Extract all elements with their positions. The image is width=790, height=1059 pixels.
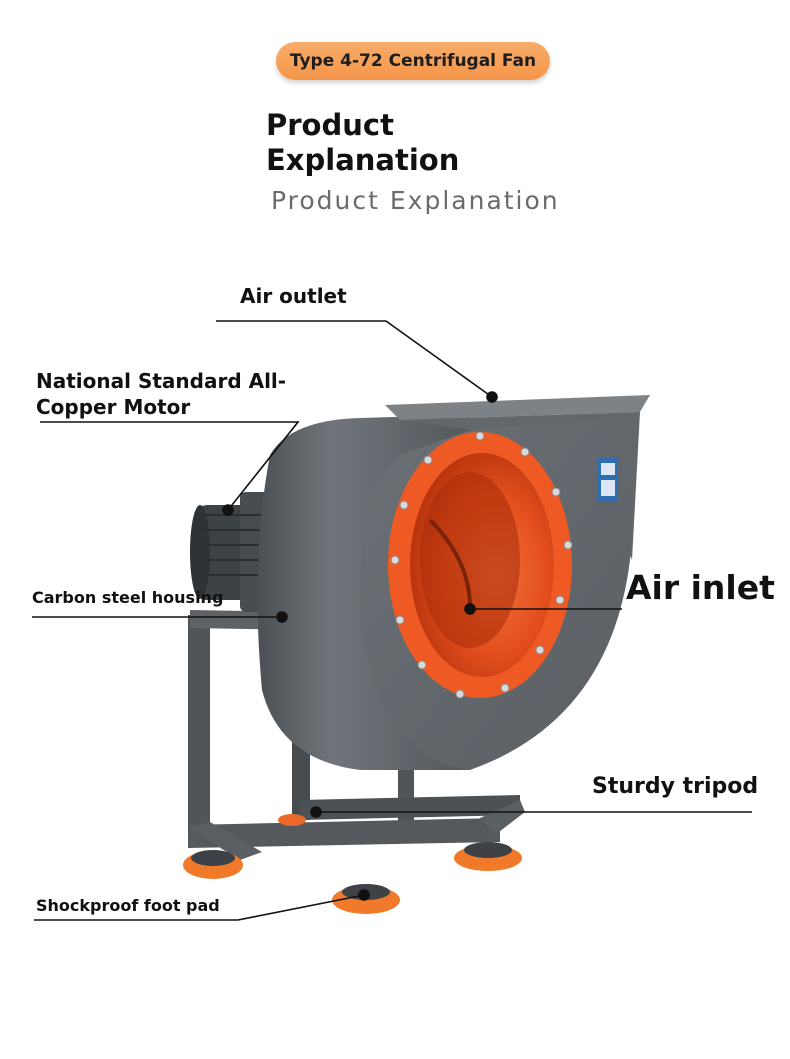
callout-line-motor	[40, 421, 300, 511]
title-line-1: Product	[266, 108, 394, 142]
page-title: Product Explanation	[266, 108, 459, 178]
label-motor-line-1: National Standard All-	[36, 369, 287, 393]
callout-line-foot-pad	[34, 894, 365, 921]
label-air-outlet: Air outlet	[240, 284, 347, 308]
air-inlet-flange	[388, 431, 573, 699]
page-subtitle: Product Explanation	[271, 186, 560, 215]
label-sturdy-tripod: Sturdy tripod	[592, 774, 759, 799]
label-motor: National Standard All- Copper Motor	[36, 368, 286, 420]
label-shockproof-foot-pad: Shockproof foot pad	[36, 896, 220, 915]
callout-lines	[32, 320, 752, 921]
label-motor-line-2: Copper Motor	[36, 395, 191, 419]
shockproof-foot-pads	[183, 814, 522, 914]
label-carbon-steel-housing: Carbon steel housing	[32, 588, 224, 607]
title-line-2: Explanation	[266, 143, 460, 177]
product-type-badge: Type 4-72 Centrifugal Fan	[276, 42, 550, 80]
label-air-inlet: Air inlet	[626, 568, 775, 607]
callout-line-air-outlet	[216, 320, 493, 398]
